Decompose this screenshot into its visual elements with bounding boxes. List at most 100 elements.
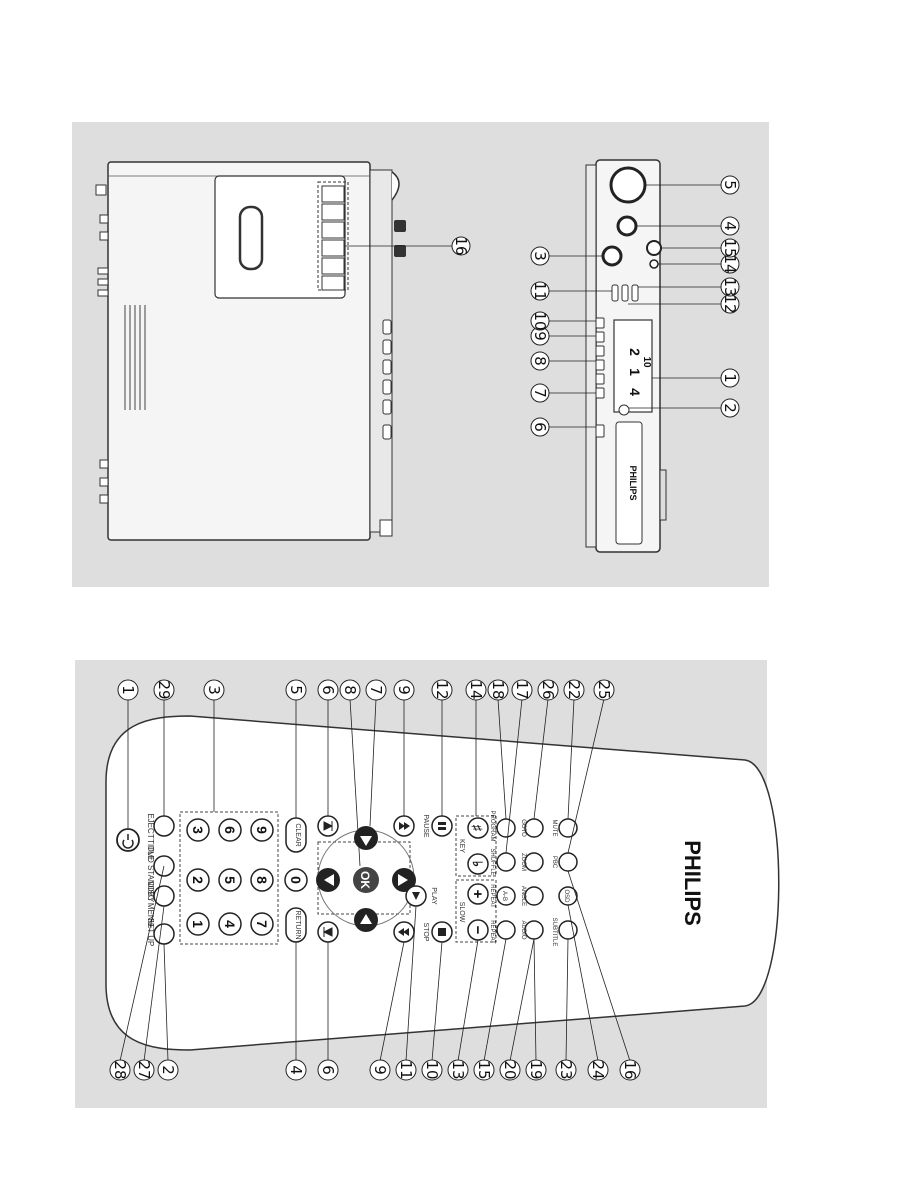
remote-callout: 15 xyxy=(475,1060,493,1079)
num-4-button[interactable]: 4 xyxy=(218,912,242,936)
zoom-button[interactable] xyxy=(524,852,544,872)
unit-callout: 4 xyxy=(721,221,739,231)
remote-callout: 27 xyxy=(135,1060,153,1079)
num-7-button[interactable]: 7 xyxy=(250,912,274,936)
next-button[interactable] xyxy=(317,815,339,837)
pause-button[interactable] xyxy=(431,815,453,837)
set-up-button[interactable] xyxy=(153,923,175,945)
mute-label: MUTE xyxy=(551,820,557,837)
num-7-label: 7 xyxy=(254,920,270,928)
remote-callout: 13 xyxy=(449,1060,467,1079)
remote-callout: 1 xyxy=(119,685,137,695)
remote-callouts-top: 1 29 3 5 6 8 7 9 12 14 18 17 26 22 25 xyxy=(117,679,615,867)
program-button[interactable] xyxy=(496,818,516,838)
unit-callout: 15 xyxy=(721,238,739,257)
remote-callout: 19 xyxy=(527,1060,545,1079)
stop-button[interactable] xyxy=(431,921,453,943)
unit-callout: 11 xyxy=(531,281,549,300)
zoom-label: ZOOM xyxy=(520,853,526,871)
unit-callout: 8 xyxy=(531,356,549,366)
cassette-callout: 16 xyxy=(452,236,470,255)
unit-callout: 1 xyxy=(721,373,739,383)
nav-down-button[interactable] xyxy=(392,868,416,892)
goto-button[interactable] xyxy=(524,818,544,838)
program-label: PROGRAM xyxy=(489,810,495,841)
osd-label: OSD xyxy=(563,889,569,903)
callout-circle xyxy=(451,236,471,256)
rewind-button[interactable] xyxy=(393,921,415,943)
num-9-button[interactable]: 9 xyxy=(250,818,274,842)
fast-forward-icon xyxy=(399,822,410,830)
ok-button[interactable]: OK xyxy=(353,867,379,893)
num-8-label: 8 xyxy=(254,876,270,884)
display-digit-2: 1 xyxy=(627,368,643,376)
remote-logo: PHILIPS xyxy=(680,840,705,926)
slow-minus-button[interactable]: − xyxy=(467,919,489,941)
clear-label: CLEAR xyxy=(294,823,301,846)
stop-label: STOP xyxy=(422,923,429,942)
remote-callout: 22 xyxy=(565,680,583,699)
num-1-label: 1 xyxy=(190,920,206,928)
angle-button[interactable] xyxy=(524,886,544,906)
remote-callout: 17 xyxy=(513,680,531,699)
a-b-label: A-B xyxy=(501,891,507,901)
key-flat-button[interactable]: ♭ xyxy=(467,853,489,875)
angle-label: ANGLE xyxy=(520,886,526,906)
num-2-label: 2 xyxy=(190,876,206,884)
unit-logo: PHILIPS xyxy=(628,465,638,500)
remote-callout: 8 xyxy=(341,685,359,695)
next-icon xyxy=(323,821,334,831)
num-0-button[interactable]: 0 xyxy=(284,868,308,892)
nav-left-button[interactable] xyxy=(354,908,378,932)
minus-icon: − xyxy=(469,926,486,935)
unit-callouts-top: 6 7 8 9 10 11 3 xyxy=(530,246,612,437)
mute-button[interactable] xyxy=(558,818,578,838)
slow-plus-button[interactable]: + xyxy=(467,883,489,905)
unit-callouts-bottom: 2 1 12 13 14 15 4 5 xyxy=(628,175,740,418)
arrow-left-icon xyxy=(360,914,372,924)
eject-button[interactable] xyxy=(153,815,175,837)
fast-forward-button[interactable] xyxy=(393,815,415,837)
display-digit-3: 4 xyxy=(627,388,643,396)
num-3-button[interactable]: 3 xyxy=(186,818,210,842)
unit-callout: 9 xyxy=(531,331,549,341)
repeat-label: REPEAT xyxy=(489,884,495,908)
a-b-button[interactable]: A-B xyxy=(496,886,516,906)
unit-callout: 13 xyxy=(721,277,739,296)
return-button[interactable]: RETURN xyxy=(285,907,307,943)
play-button[interactable] xyxy=(405,885,427,907)
sharp-icon: ♯ xyxy=(470,825,485,832)
num-3-label: 3 xyxy=(190,826,206,834)
remote-callout: 9 xyxy=(371,1065,389,1075)
num-5-button[interactable]: 5 xyxy=(218,868,242,892)
num-2-button[interactable]: 2 xyxy=(186,868,210,892)
num-6-button[interactable]: 6 xyxy=(218,818,242,842)
remote-callout: 10 xyxy=(423,1060,441,1079)
key-sharp-button[interactable]: ♯ xyxy=(467,817,489,839)
num-6-label: 6 xyxy=(222,826,238,834)
remote-callout: 14 xyxy=(467,680,485,699)
num-1-button[interactable]: 1 xyxy=(186,912,210,936)
arrow-down-icon xyxy=(398,874,408,886)
nav-up-button[interactable] xyxy=(316,868,340,892)
audio-button[interactable] xyxy=(524,920,544,940)
pause-icon xyxy=(438,822,446,830)
num-8-button[interactable]: 8 xyxy=(250,868,274,892)
audio-label: AUDIO xyxy=(520,920,526,939)
nav-right-button[interactable] xyxy=(354,826,378,850)
repeat-button[interactable] xyxy=(496,920,516,940)
remote-callout: 6 xyxy=(319,685,337,695)
pbc-button[interactable] xyxy=(558,852,578,872)
standby-button[interactable] xyxy=(116,828,140,852)
previous-icon xyxy=(322,927,333,937)
flat-icon: ♭ xyxy=(470,861,485,867)
previous-button[interactable] xyxy=(317,921,339,943)
play-icon xyxy=(412,892,420,900)
play-label: PLAY xyxy=(430,887,437,905)
unit-callout: 2 xyxy=(721,403,739,413)
remote-body xyxy=(105,715,780,1051)
clear-button[interactable]: CLEAR xyxy=(285,817,307,853)
unit-callout: 7 xyxy=(531,388,549,398)
shuffle-button[interactable] xyxy=(496,852,516,872)
